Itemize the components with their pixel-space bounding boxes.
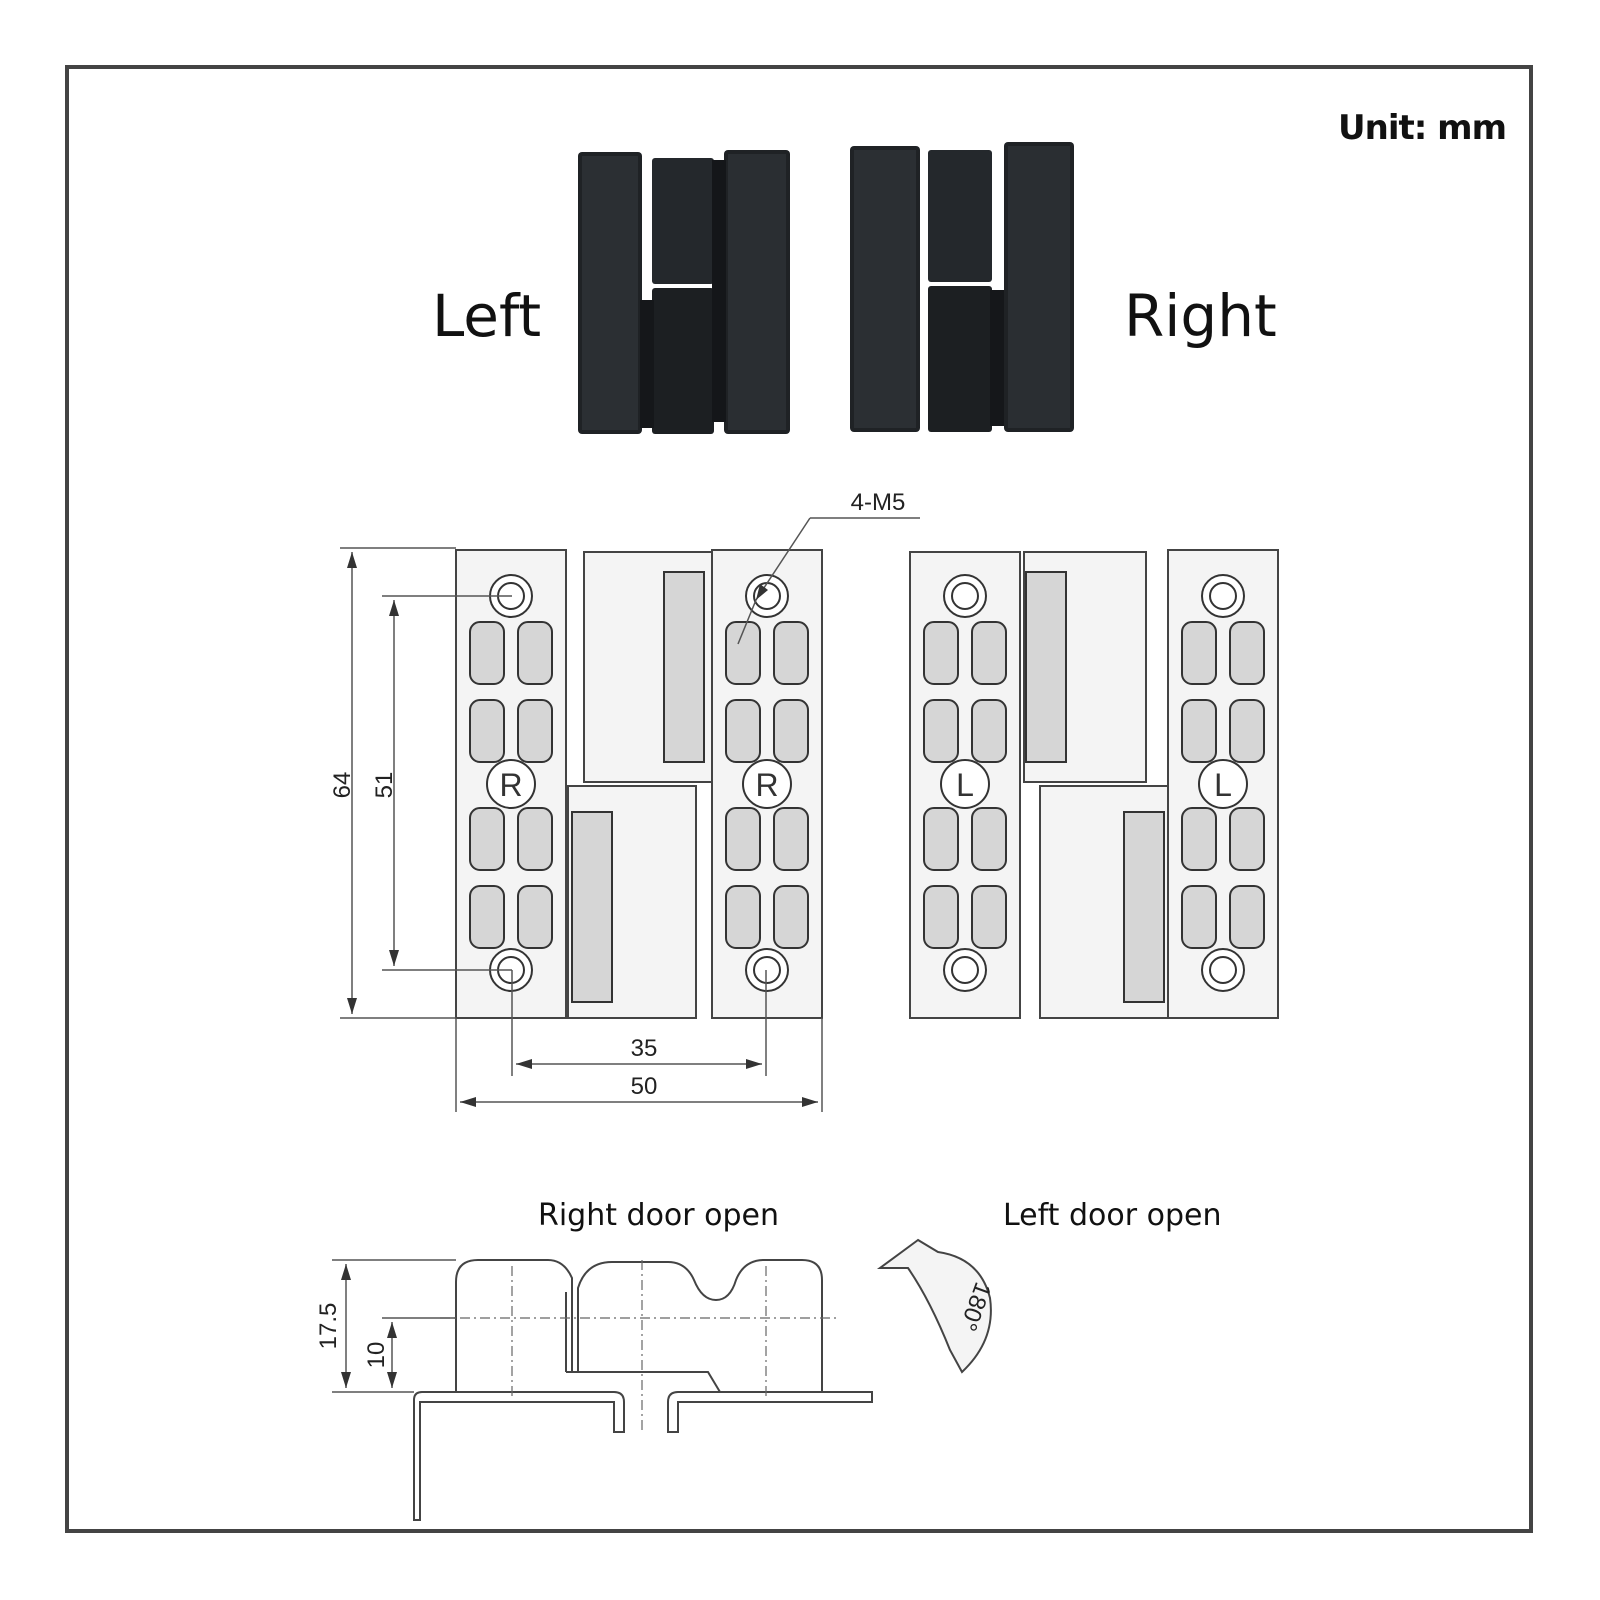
- dim-hole-35: 35: [631, 1035, 658, 1062]
- mount-hole-icon: [1201, 574, 1245, 618]
- rib-pocket: [923, 807, 959, 871]
- rib-pocket: [725, 807, 761, 871]
- left-label: Left: [432, 282, 542, 350]
- mount-hole-icon: [1201, 948, 1245, 992]
- rib-pocket: [923, 621, 959, 685]
- side-view: [332, 1238, 992, 1521]
- plate-mark-left-r: R: [755, 767, 778, 803]
- mount-hole-icon: [745, 574, 789, 618]
- right-door-open-label: Right door open: [538, 1198, 780, 1233]
- rib-pocket: [725, 885, 761, 949]
- plate-mark-right-r: L: [1214, 767, 1232, 803]
- right-hinge-photo: [850, 142, 1074, 432]
- mount-hole-icon: [943, 948, 987, 992]
- rib-pocket: [469, 621, 505, 685]
- dimension-lines: [340, 517, 920, 1112]
- rib-pocket: [1229, 807, 1265, 871]
- rib-pocket: [469, 699, 505, 763]
- rib-pocket: [725, 621, 761, 685]
- rib-pocket: [517, 699, 553, 763]
- rib-pocket: [773, 699, 809, 763]
- rib-pocket: [971, 621, 1007, 685]
- right-label: Right: [1124, 282, 1277, 350]
- rib-pocket: [923, 699, 959, 763]
- rib-pocket: [725, 699, 761, 763]
- rib-pocket: [1181, 807, 1217, 871]
- dim-depth-10: 10: [363, 1342, 390, 1369]
- rib-pocket: [1229, 885, 1265, 949]
- rib-pocket: [1181, 885, 1217, 949]
- plate-mark-icon: [940, 759, 990, 809]
- rib-pocket: [971, 807, 1007, 871]
- rib-pocket: [773, 885, 809, 949]
- thread-callout: 4-M5: [851, 489, 906, 516]
- rib-pocket: [517, 621, 553, 685]
- rib-pocket: [971, 699, 1007, 763]
- plate-mark-left-l: R: [499, 767, 522, 803]
- rib-pocket: [1229, 699, 1265, 763]
- mount-hole-icon: [943, 574, 987, 618]
- plate-mark-right-l: L: [956, 767, 974, 803]
- rib-pocket: [469, 807, 505, 871]
- rib-pocket: [773, 807, 809, 871]
- left-door-open-label: Left door open: [1003, 1198, 1222, 1233]
- rib-pocket: [1229, 621, 1265, 685]
- rib-pocket: [923, 885, 959, 949]
- rib-pocket: [773, 621, 809, 685]
- plate-mark-icon: [742, 759, 792, 809]
- dim-depth-17-5: 17.5: [315, 1303, 342, 1350]
- unit-label: Unit: mm: [1338, 108, 1507, 148]
- dim-width-50: 50: [631, 1073, 658, 1100]
- rib-pocket: [517, 885, 553, 949]
- rib-pocket: [1181, 699, 1217, 763]
- dim-height-64: 64: [329, 772, 356, 799]
- rib-pocket: [469, 885, 505, 949]
- plate-mark-icon: [1198, 759, 1248, 809]
- left-hinge-photo: [578, 150, 790, 434]
- mount-hole-icon: [745, 948, 789, 992]
- rib-pocket: [1181, 621, 1217, 685]
- rib-pocket: [517, 807, 553, 871]
- plate-mark-icon: [486, 759, 536, 809]
- diagram-frame: [65, 65, 1533, 1533]
- rib-pocket: [971, 885, 1007, 949]
- dim-hole-51: 51: [371, 772, 398, 799]
